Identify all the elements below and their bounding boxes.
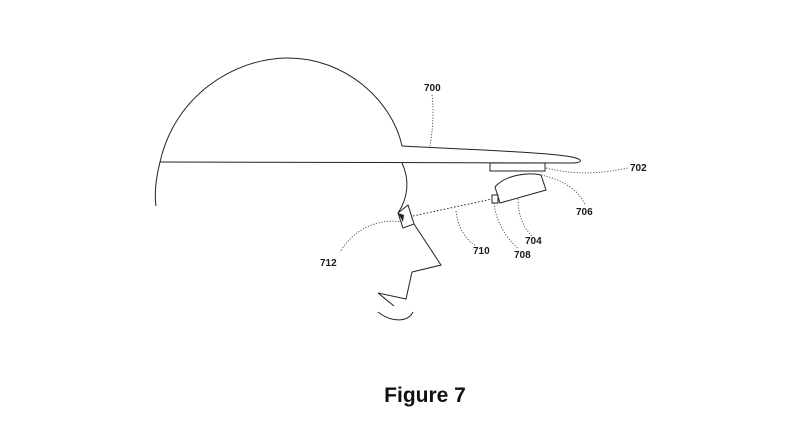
head-back: [154, 161, 161, 207]
leader-706: [540, 174, 586, 206]
label-708: 708: [514, 250, 531, 261]
label-706: 706: [576, 207, 593, 218]
camera-lens: [491, 194, 499, 204]
head-lips: [377, 271, 413, 307]
head-forehead: [397, 162, 408, 214]
leader-712: [339, 220, 403, 253]
sight-line: [412, 198, 493, 217]
eye-pupil: [398, 213, 404, 222]
label-704: 704: [525, 236, 542, 247]
leader-704: [517, 198, 533, 237]
cap-brim-top: [401, 145, 581, 164]
label-712: 712: [320, 258, 337, 269]
head-nose: [411, 223, 442, 273]
head-chin: [377, 311, 414, 321]
figure-caption: Figure 7: [384, 384, 466, 407]
leader-700: [429, 94, 434, 147]
mount-plate: [489, 162, 546, 172]
label-710: 710: [473, 246, 490, 257]
leader-702: [545, 167, 629, 174]
label-702: 702: [630, 163, 647, 174]
leader-710: [455, 210, 477, 247]
camera-housing: [494, 173, 547, 204]
leader-708: [493, 202, 519, 249]
label-700: 700: [424, 83, 441, 94]
cap-crown: [159, 57, 403, 163]
